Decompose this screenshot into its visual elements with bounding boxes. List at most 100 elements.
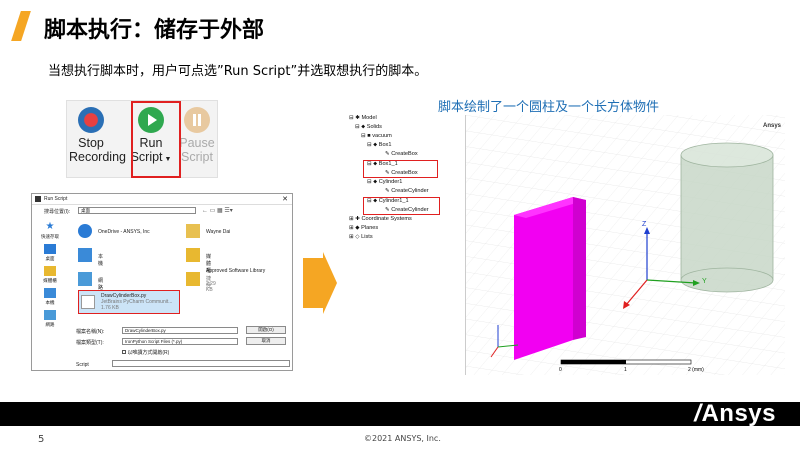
lookin-select[interactable]: 桌面: [78, 207, 196, 214]
cylinder-highlight: [363, 197, 440, 215]
y-axis: [646, 279, 697, 284]
side-label-3: 本機: [45, 300, 55, 305]
nav-icons[interactable]: ← ▭ ▦ ☰▾: [202, 208, 233, 214]
stop-record-icon: [78, 107, 104, 133]
scale-label-1: 1: [624, 367, 627, 373]
viewport-caption: 脚本绘制了一个圆柱及一个长方体物件: [438, 100, 660, 115]
pause-script-button[interactable]: Pause Script: [175, 107, 219, 164]
axis-y-label: Y: [702, 278, 707, 285]
filename-label: 檔案名稱(N):: [76, 329, 105, 335]
slide-title: 脚本执行：储存于外部: [44, 18, 265, 43]
file-name-4: 網路: [98, 278, 104, 291]
tree-node-lists[interactable]: ⊞ ◇ Lists: [349, 234, 373, 240]
star-icon: ★: [45, 221, 55, 232]
footer-band: [0, 402, 800, 426]
app-icon: [35, 196, 41, 202]
box-highlight: [363, 160, 438, 178]
stop-label-1: Stop: [78, 136, 104, 150]
tree-node-cylinder1-1[interactable]: ⊟ ⬥ Cylinder1_1: [367, 198, 409, 204]
tree-node-solids[interactable]: ⊟ ⬥ Solids: [355, 124, 382, 130]
x-axis: [625, 279, 648, 306]
title-accent-bar: [11, 11, 31, 41]
chevron-down-icon[interactable]: ▼: [162, 156, 172, 163]
file-sub2-5: 2.29 KB: [206, 281, 216, 293]
file-sub1-5: 捷徑: [206, 276, 212, 289]
file-name-1: Wayne Dai: [206, 229, 231, 235]
script-field[interactable]: [112, 360, 290, 367]
file-name-6: DrawCylinderBox.py: [101, 293, 147, 299]
file-name-2: 本機: [98, 254, 104, 267]
file-drawcylinderbox[interactable]: DrawCylinderBox.py JetBrains PyCharm Com…: [78, 290, 180, 314]
tree-node-box1[interactable]: ⊟ ⬥ Box1: [367, 142, 392, 148]
side-this-pc[interactable]: 本機: [36, 288, 64, 306]
side-label-1: 桌面: [45, 256, 55, 261]
tree-node-createbox[interactable]: ✎ CreateBox: [385, 151, 418, 157]
side-label-4: 網路: [45, 322, 55, 327]
side-label-0: 快速存取: [41, 234, 59, 239]
readonly-label: 以唯讀方式開啟(R): [127, 350, 170, 356]
pc-icon: [44, 288, 56, 298]
open-button[interactable]: 開啟(O): [246, 326, 286, 334]
run-script-dialog: Run Script ✕ 搜尋位置(I): 桌面 ← ▭ ▦ ☰▾ ★快速存取 …: [31, 193, 293, 371]
page-number: 5: [38, 434, 45, 445]
run-label-1: Run: [139, 136, 163, 150]
python-file-icon: [81, 295, 95, 309]
tree-node-createbox-2[interactable]: ✎ CreateBox: [385, 170, 418, 176]
stop-recording-button[interactable]: Stop Recording: [69, 107, 126, 164]
file-sub1-6: JetBrains PyCharm Communit...: [101, 299, 173, 305]
box-solid-front: [514, 197, 573, 360]
script-toolbar: Stop Recording Run Script ▼ Pause Script: [66, 100, 218, 178]
filename-value: DrawCylinderBox.py: [125, 328, 166, 333]
arrow-right-icon: [303, 252, 337, 318]
readonly-checkbox[interactable]: 以唯讀方式開啟(R): [122, 349, 169, 356]
tree-node-vacuum[interactable]: ⊟ ■ vacuum: [361, 133, 392, 139]
network-icon: [78, 272, 92, 286]
file-name-0: OneDrive - ANSYS, Inc: [98, 229, 150, 235]
tree-node-coordsys[interactable]: ⊞ ✚ Coordinate Systems: [349, 216, 412, 222]
ansys-logo: /Ansys: [694, 400, 776, 427]
copyright: ©2021 ANSYS, Inc.: [364, 434, 441, 443]
logo-text: Ansys: [701, 400, 776, 427]
side-desktop[interactable]: 桌面: [36, 244, 64, 262]
model-tree: ⊟ ✱ Model ⊟ ⬥ Solids ⊟ ■ vacuum ⊟ ⬥ Box1…: [343, 113, 465, 248]
side-network[interactable]: 網路: [36, 310, 64, 328]
run-script-highlight: [131, 101, 181, 178]
side-library[interactable]: 媒體櫃: [36, 266, 64, 284]
checkbox-icon: [122, 350, 126, 354]
tree-node-planes[interactable]: ⊞ ◆ Planes: [349, 225, 379, 231]
tree-node-model[interactable]: ⊟ ✱ Model: [349, 115, 377, 121]
run-label-2: Script: [130, 150, 163, 164]
pause-icon: [184, 107, 210, 133]
tree-node-createcylinder-2[interactable]: ✎ CreateCylinder: [385, 207, 429, 213]
side-quick-access[interactable]: ★ 快速存取: [36, 222, 64, 240]
folder-icon: [186, 248, 200, 262]
desktop-icon: [44, 244, 56, 254]
pause-label-2: Script: [181, 150, 213, 164]
play-icon: [138, 107, 164, 133]
dialog-titlebar: Run Script ✕: [32, 194, 292, 205]
slide-subtitle: 当想执行脚本时，用户可点选”Run Script”并选取想执行的脚本。: [48, 64, 428, 79]
box-solid-top: [514, 197, 586, 218]
cancel-button[interactable]: 取消: [246, 337, 286, 345]
close-icon[interactable]: ✕: [282, 196, 288, 203]
network-icon: [44, 310, 56, 320]
pc-icon: [78, 248, 92, 262]
filetype-select[interactable]: IronPython Script Files (*.py): [122, 338, 238, 345]
tree-node-box1-1[interactable]: ⊟ ⬥ Box1_1: [367, 161, 398, 167]
tree-node-createcylinder[interactable]: ✎ CreateCylinder: [385, 188, 429, 194]
cloud-icon: [78, 224, 92, 238]
filetype-label: 檔案類型(T):: [76, 340, 104, 346]
lookin-value: 桌面: [81, 208, 90, 213]
user-folder-icon: [186, 224, 200, 238]
tree-node-cylinder1[interactable]: ⊟ ⬥ Cylinder1: [367, 179, 403, 185]
dialog-title: Run Script: [44, 196, 68, 202]
pause-label-1: Pause: [179, 136, 215, 150]
file-name-3: 媒體櫃: [206, 254, 212, 274]
3d-viewport[interactable]: Z Y 0 1 2 (mm) Ansys: [465, 115, 785, 375]
file-name-5: Approved Software Library: [206, 268, 266, 274]
filename-input[interactable]: DrawCylinderBox.py: [122, 327, 238, 334]
box-solid-side: [573, 197, 586, 340]
scale-label-2: 2 (mm): [688, 367, 704, 373]
run-script-button[interactable]: Run Script ▼: [129, 107, 173, 167]
axis-z-label: Z: [642, 221, 647, 228]
